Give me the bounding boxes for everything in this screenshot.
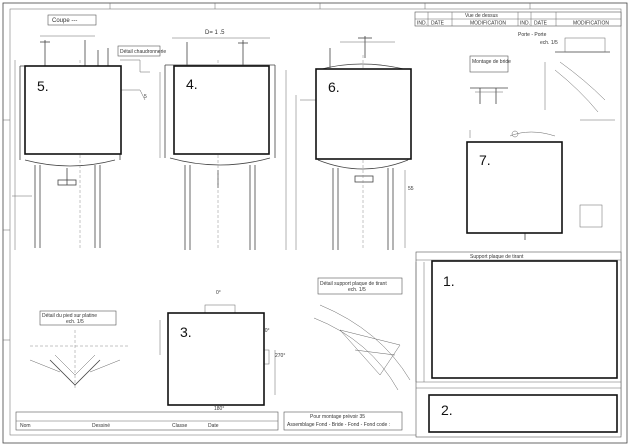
detail-label-1: Détail chaudronnerie [120,49,166,55]
bottom-note: Pour montage prévoir 35 [310,414,365,420]
name-strip: Nom Dessiné Classe Date [15,411,279,431]
rev-col-2: DATE [431,21,445,27]
rev-col-3: MODIFICATION [470,21,506,27]
top-right-detail: Porte - Porte ech. 1/5 Montage de bride [469,32,615,240]
box-5 [24,65,122,155]
plan-view-marks: 0° 90° 270° 180° [159,290,285,412]
box-6 [315,68,412,160]
dim-small-5a: 5 [144,94,147,100]
angle-0: 0° [216,290,221,296]
support-detail: Détail support plaque de tirant ech. 1/5 [313,277,411,391]
detail-label-3: Détail du pied sur platine [42,313,97,319]
inner-border [9,8,622,436]
box-4 [173,65,270,155]
box-1 [431,260,618,379]
detail-label-4: Détail support plaque de tirant [320,281,387,287]
revision-table: Vue de dessus IND. DATE MODIFICATION IND… [414,11,622,27]
box-3-label: 3. [180,324,192,340]
dim-small-55: 55 [408,186,414,192]
view-sub-label: Porte - Porte [518,32,547,38]
angle-180: 180° [214,406,224,412]
numbered-boxes: 5. 4. 6. 7. 3. 1. 2. [24,65,618,433]
name-col-3: Classe [172,423,188,429]
bottom-note-2: Assemblage Fond - Bride - Fond - Fond co… [287,422,390,428]
box-7 [466,141,563,234]
title-block-header: Support plaque de tirant [470,254,524,260]
dim-diameter: D= 1 .5 [205,30,225,36]
view-scale-label: ech. 1/5 [540,40,558,46]
view-title: Vue de dessus [465,13,498,19]
box-1-label: 1. [443,273,455,289]
detail-label-2: Montage de bride [472,59,511,65]
section-label: Coupe --- [52,18,77,24]
section-label-frame [47,14,97,26]
box-5-label: 5. [37,78,49,94]
box-2-label: 2. [441,402,453,418]
name-col-4: Date [208,423,219,429]
detail-label-3-sub: ech. 1/5 [66,319,84,325]
box-6-label: 6. [328,79,340,95]
angle-270: 270° [275,353,285,359]
foot-detail: Détail du pied sur platine ech. 1/5 [29,310,130,390]
box-2 [428,394,618,433]
rev-col-1: IND. [417,21,427,27]
name-col-2: Dessiné [92,423,110,429]
bottom-note-frame [283,411,403,431]
border-ticks [3,3,531,341]
rev-col-6: MODIFICATION [573,21,609,27]
name-col-1: Nom [20,423,31,429]
rev-col-4: IND. [520,21,530,27]
box-7-label: 7. [479,152,491,168]
angle-90: 90° [262,328,270,334]
box-3 [167,312,265,406]
rev-col-5: DATE [534,21,548,27]
box-4-label: 4. [186,76,198,92]
detail-label-4-sub: ech. 1/5 [348,287,366,293]
